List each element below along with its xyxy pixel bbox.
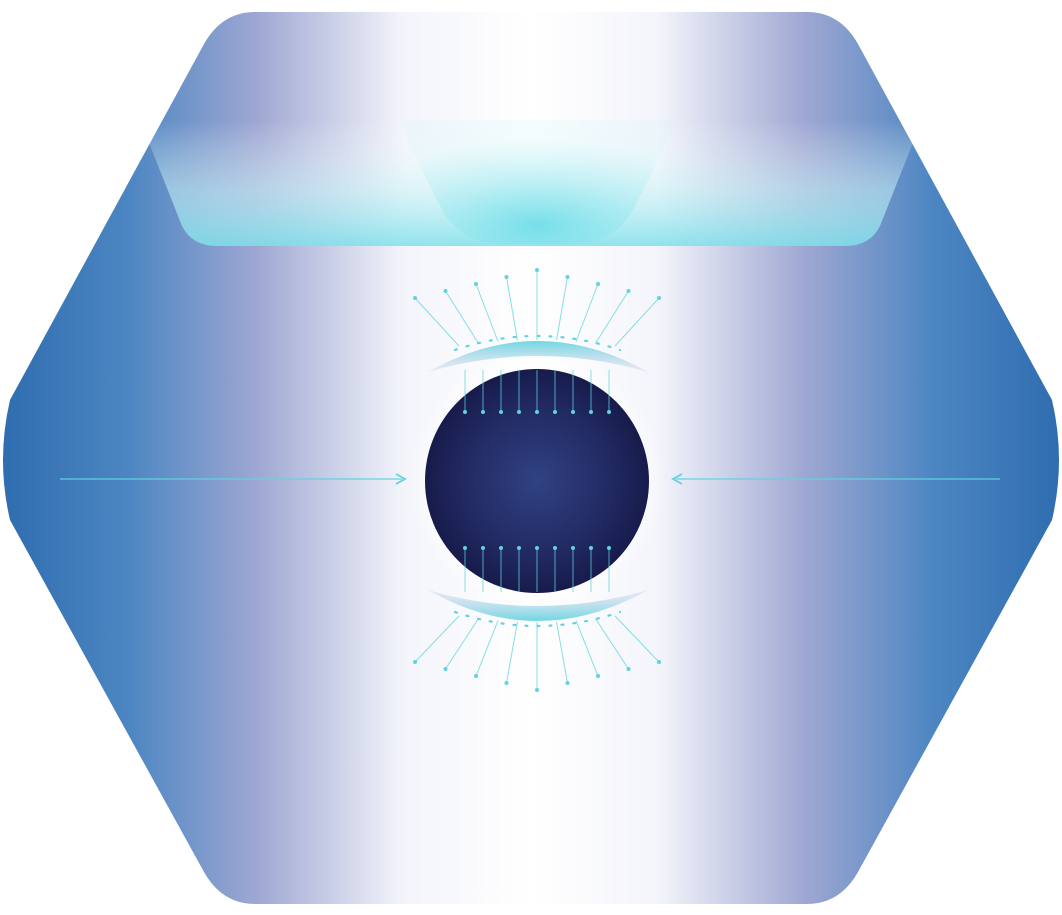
bottom-field-line-dot	[444, 667, 448, 671]
inner-top-line-dot	[553, 410, 557, 414]
top-field-line-dot	[474, 282, 478, 286]
inner-top-line-dot	[517, 410, 521, 414]
inner-bottom-line-dot	[589, 546, 593, 550]
bottom-field-line-dot	[596, 674, 600, 678]
inner-top-line-dot	[481, 410, 485, 414]
inner-top-line-dot	[589, 410, 593, 414]
inner-bottom-line-dot	[481, 546, 485, 550]
bottom-field-line-dot	[474, 674, 478, 678]
bottom-field-line-dot	[413, 660, 417, 664]
inner-bottom-line-dot	[553, 546, 557, 550]
top-field-line-dot	[413, 296, 417, 300]
bottom-field-line-dot	[657, 660, 661, 664]
inner-bottom-line-dot	[463, 546, 467, 550]
bottom-field-line-dot	[505, 681, 509, 685]
inner-bottom-line-dot	[607, 546, 611, 550]
inner-bottom-line-dot	[517, 546, 521, 550]
top-field-line-dot	[596, 282, 600, 286]
bottom-field-line-dot	[535, 688, 539, 692]
inner-top-line-dot	[463, 410, 467, 414]
inner-bottom-line-dot	[499, 546, 503, 550]
top-field-line-dot	[566, 275, 570, 279]
top-field-line-dot	[444, 289, 448, 293]
top-field-line-dot	[535, 268, 539, 272]
top-field-line-dot	[657, 296, 661, 300]
inner-top-line-dot	[607, 410, 611, 414]
top-field-line-dot	[505, 275, 509, 279]
top-field-line-dot	[627, 289, 631, 293]
inner-bottom-line-dot	[571, 546, 575, 550]
inner-top-line-dot	[535, 410, 539, 414]
inner-bottom-line-dot	[535, 546, 539, 550]
bottom-field-line-dot	[627, 667, 631, 671]
inner-top-line-dot	[571, 410, 575, 414]
bottom-field-line-dot	[566, 681, 570, 685]
inner-top-line-dot	[499, 410, 503, 414]
